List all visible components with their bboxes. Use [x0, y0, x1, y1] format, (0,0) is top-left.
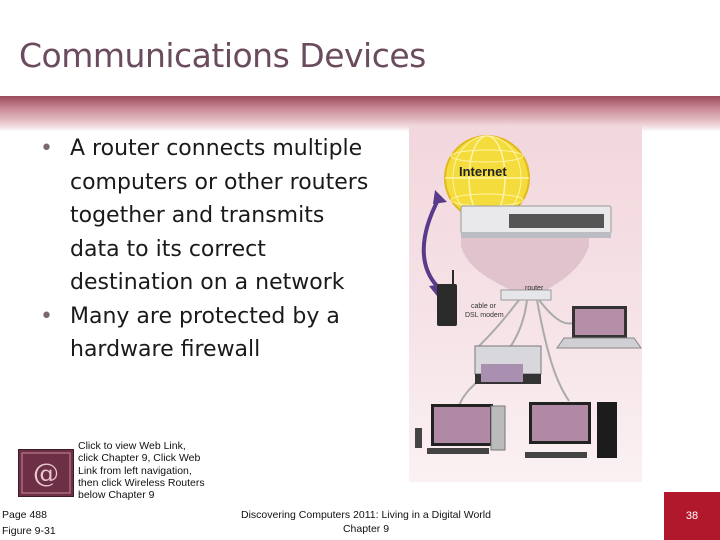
bullet-glyph: •: [40, 303, 53, 329]
router-label: router: [525, 285, 544, 292]
web-link-note: Click to view Web Link, click Chapter 9,…: [78, 440, 205, 502]
desktop-computer-icon: [525, 402, 617, 458]
figure-number-text: Figure 9-31: [2, 525, 56, 537]
slide-title: Communications Devices: [19, 36, 426, 75]
bullet-list: • A router connects multiple computers o…: [40, 132, 370, 367]
printer-icon: [474, 345, 542, 384]
connection-arrow: [421, 197, 441, 288]
router-device-icon: [460, 205, 612, 238]
slide-number: 38: [664, 492, 720, 540]
bullet-glyph: •: [40, 136, 53, 161]
modem-label-line2: DSL modem: [465, 312, 504, 319]
footer-book-title: Discovering Computers 2011: Living in a …: [241, 509, 491, 521]
arrow-head-top: [433, 190, 447, 204]
bullet-item: • Many are protected by a hardware firew…: [40, 300, 370, 367]
laptop-icon: [556, 306, 642, 349]
bullet-text: A router connects multiple computers or …: [70, 136, 369, 295]
router-network-figure: Internet router cable or DSL modem: [409, 126, 642, 482]
modem-label-line1: cable or: [471, 303, 497, 310]
footer: Discovering Computers 2011: Living in a …: [228, 509, 504, 536]
page-reference: Page 488 Figure 9-31: [2, 507, 56, 539]
bullet-text: Many are protected by a hardware firewal…: [70, 303, 340, 363]
internet-label: Internet: [459, 164, 507, 179]
desktop-computer-icon: [415, 404, 506, 454]
bullet-item: • A router connects multiple computers o…: [40, 132, 370, 300]
page-number-text: Page 488: [2, 509, 47, 521]
footer-chapter: Chapter 9: [342, 522, 390, 535]
cable-modem-icon: [437, 270, 457, 326]
at-sign-icon: @: [33, 459, 59, 489]
web-link-icon[interactable]: @: [18, 449, 74, 497]
